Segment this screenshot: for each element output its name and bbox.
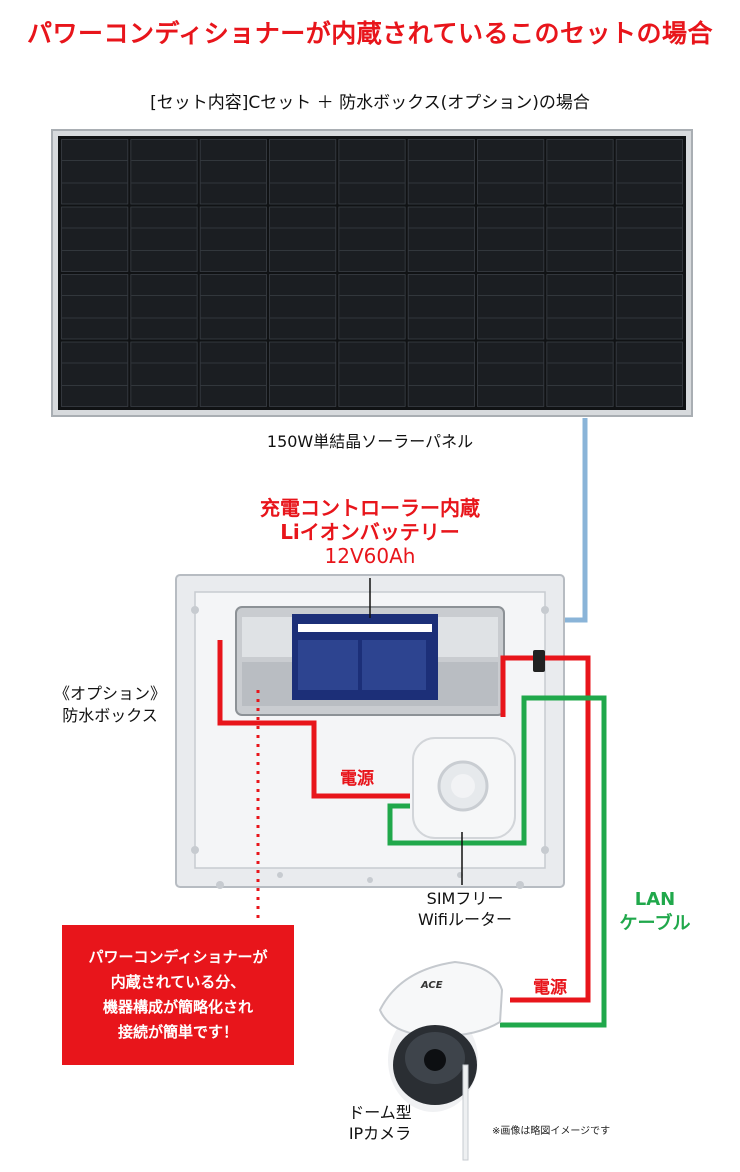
camera-label-line: ドーム型	[348, 1103, 412, 1122]
callout-line: 機器構成が簡略化され	[102, 998, 253, 1016]
battery-label: 充電コントローラー内蔵 Liイオンバッテリー 12V60Ah	[160, 496, 580, 568]
camera-label: ドーム型 IPカメラ	[340, 1102, 420, 1144]
image-note: ※画像は略図イメージです	[492, 1126, 611, 1137]
solar-cell	[477, 206, 545, 272]
camera-label-line: IPカメラ	[348, 1124, 412, 1143]
solar-cell	[546, 341, 614, 407]
solar-cell	[269, 341, 337, 407]
solar-cell	[615, 274, 683, 340]
lan-label-line: LAN	[634, 889, 676, 910]
solar-cell	[130, 274, 198, 340]
solar-panel-label: 150W単結晶ソーラーパネル	[266, 432, 474, 451]
solar-cell	[199, 139, 267, 205]
lan-label-line: ケーブル	[619, 913, 691, 934]
solar-cell	[61, 139, 129, 205]
solar-cell	[338, 206, 406, 272]
box-connector	[533, 650, 545, 672]
solar-cell	[407, 206, 475, 272]
battery-label-line: Liイオンバッテリー	[280, 520, 460, 544]
solar-cell	[338, 139, 406, 205]
solar-cell	[130, 139, 198, 205]
solar-cell	[615, 341, 683, 407]
solar-cell	[477, 139, 545, 205]
callout-line: 内蔵されている分、	[110, 973, 246, 991]
solar-cell	[269, 274, 337, 340]
solar-cell	[407, 139, 475, 205]
solar-cell	[199, 274, 267, 340]
solar-cell	[477, 274, 545, 340]
dome-camera	[378, 960, 504, 1161]
box-label-line: 《オプション》	[53, 684, 166, 703]
solar-cell	[199, 341, 267, 407]
wifi-router	[412, 737, 516, 839]
box-label: 《オプション》 防水ボックス	[40, 683, 180, 727]
power-label-router: 電源	[340, 769, 374, 789]
router-label-line: Wifiルーター	[418, 910, 512, 929]
solar-cell	[546, 139, 614, 205]
power-cable-router	[217, 640, 410, 799]
solar-cell	[61, 274, 129, 340]
solar-cell	[546, 274, 614, 340]
solar-cell	[407, 274, 475, 340]
power-cable-camera	[500, 655, 591, 1003]
solar-cell	[130, 206, 198, 272]
solar-cell	[199, 206, 267, 272]
solar-cell	[546, 206, 614, 272]
solar-cell	[407, 341, 475, 407]
battery-label-line: 充電コントローラー内蔵	[260, 496, 480, 520]
box-label-line: 防水ボックス	[62, 706, 158, 725]
page-title: パワーコンディショナーが内蔵されているこのセットの場合	[26, 19, 713, 48]
lan-label: LAN ケーブル	[600, 888, 710, 936]
solar-cell	[338, 274, 406, 340]
set-contents-subtitle: [セット内容]Cセット ＋ 防水ボックス(オプション)の場合	[150, 93, 590, 113]
callout-line: パワーコンディショナーが	[88, 948, 268, 966]
router-label-line: SIMフリー	[426, 889, 504, 908]
solar-cells	[61, 139, 683, 407]
solar-cell	[338, 341, 406, 407]
solar-cell	[615, 139, 683, 205]
solar-cell	[61, 206, 129, 272]
camera-brand-logo: ACE	[421, 980, 443, 991]
power-label-camera: 電源	[533, 978, 567, 998]
solar-cell	[61, 341, 129, 407]
solar-cell	[269, 139, 337, 205]
lan-cable	[387, 695, 607, 1028]
callout-box: パワーコンディショナーが 内蔵されている分、 機器構成が簡略化され 接続が簡単で…	[62, 925, 294, 1065]
solar-cell	[477, 341, 545, 407]
battery-unit	[235, 606, 505, 716]
router-label: SIMフリー Wifiルーター	[390, 888, 540, 930]
solar-cell	[269, 206, 337, 272]
callout-line: 接続が簡単です！	[117, 1023, 238, 1041]
solar-panel	[51, 129, 693, 417]
solar-cell	[615, 206, 683, 272]
solar-cell	[130, 341, 198, 407]
battery-label-line: 12V60Ah	[324, 544, 416, 568]
